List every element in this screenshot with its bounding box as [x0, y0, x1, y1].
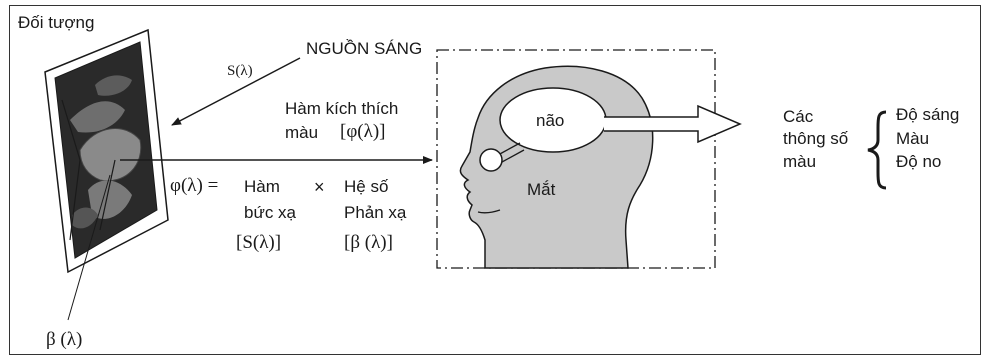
output-arrow — [604, 104, 742, 144]
parameter-brace — [867, 110, 887, 190]
observer-box — [436, 49, 716, 269]
equation-term2-symbol: [β (λ)] — [344, 232, 393, 253]
diagram-frame — [9, 5, 981, 355]
object-label: Đối tượng — [18, 13, 95, 32]
light-source-label: NGUỒN SÁNG — [306, 39, 423, 58]
equation-term2-line2: Phản xạ — [344, 203, 407, 222]
source-spectrum-symbol: S(λ) — [227, 63, 253, 79]
equation-term2-line1: Hệ số — [344, 177, 389, 196]
stimulus-symbol: [φ(λ)] — [340, 121, 386, 142]
eye-label: Mắt — [527, 180, 556, 199]
equation-term1-line1: Hàm — [244, 177, 280, 196]
object-picture — [44, 28, 169, 274]
equation-term1-symbol: [S(λ)] — [236, 232, 282, 253]
eye-shape — [479, 148, 503, 172]
stimulus-label-line1: Hàm kích thích — [285, 99, 399, 118]
parameter-brightness: Độ sáng — [896, 105, 960, 124]
reflectance-symbol: β (λ) — [46, 329, 83, 350]
equation-term1-line2: bức xạ — [244, 203, 297, 222]
parameters-label-line2: thông số — [783, 129, 849, 148]
parameters-label-line3: màu — [783, 152, 817, 171]
parameters-label-line1: Các — [783, 107, 814, 126]
equation-operator: × — [314, 177, 325, 197]
parameter-saturation: Độ no — [896, 152, 942, 171]
light-ray-arrow — [171, 57, 301, 126]
reflectance-pointer-line — [67, 174, 111, 321]
equation-lhs: φ(λ) = — [170, 175, 219, 196]
stimulus-label-line2: màu — [285, 123, 319, 142]
brain-label: não — [536, 111, 565, 130]
parameter-hue: Màu — [896, 129, 930, 148]
